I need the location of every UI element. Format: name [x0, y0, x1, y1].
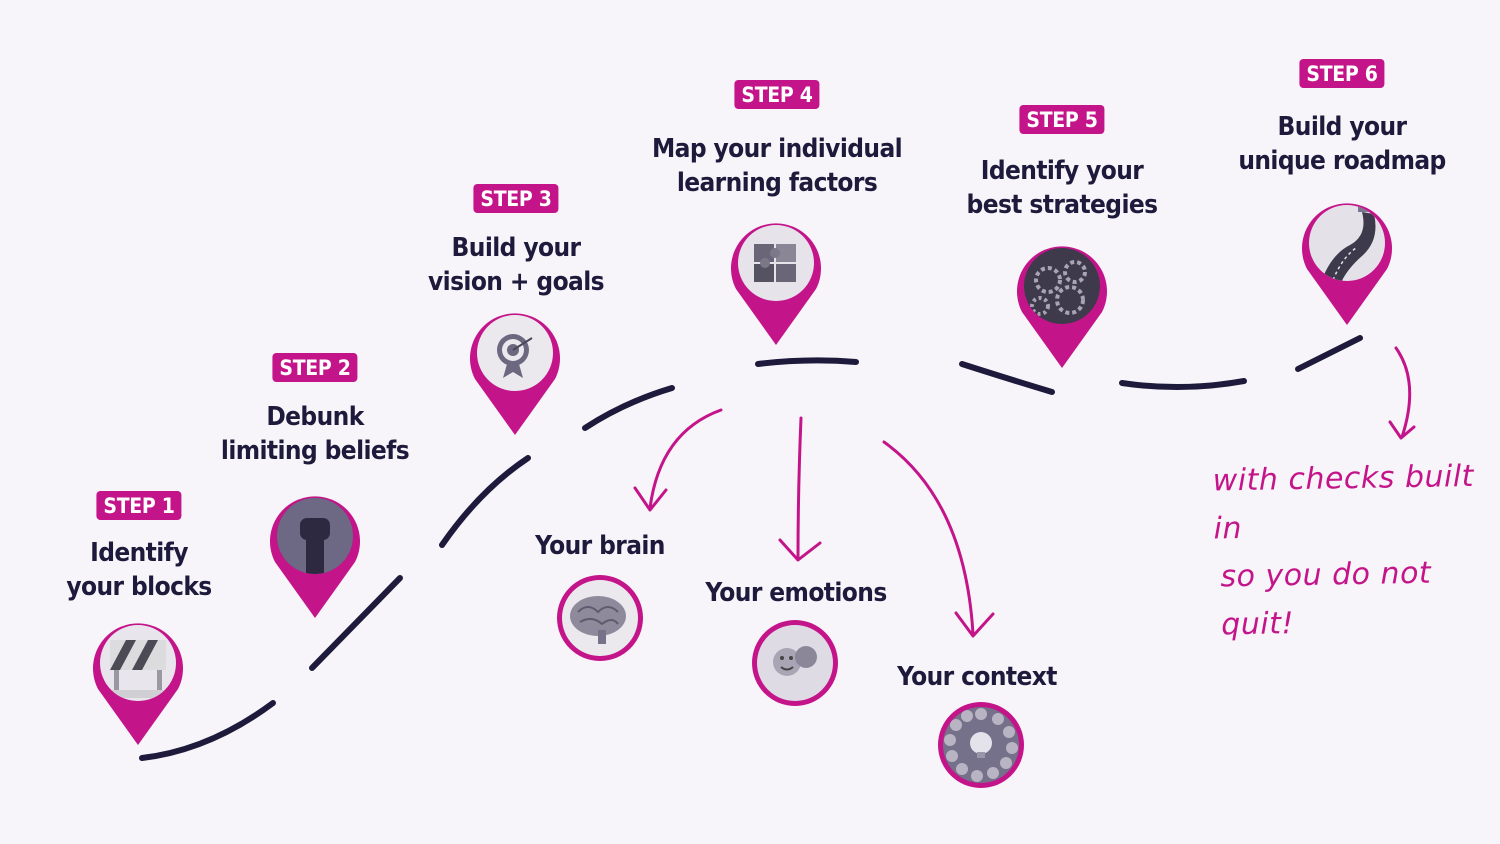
checks-note-line-2: so you do not quit! [1220, 555, 1432, 643]
arrow-to-context [882, 440, 995, 638]
step-1-pin [93, 623, 183, 745]
arrow-to-emotions [778, 416, 822, 562]
emoji-faces-icon [773, 646, 817, 676]
gears-icon [1030, 260, 1087, 316]
brain-icon [570, 596, 626, 644]
road-path [139, 335, 1363, 761]
factor-brain-label: Your brain [535, 531, 665, 561]
step-6-pin [1302, 203, 1392, 325]
factor-context-circle [938, 702, 1024, 788]
lightbulb-circle-icon [944, 708, 1018, 782]
checks-note-line-1: with checks built in [1212, 458, 1475, 547]
target-award-icon [497, 334, 533, 378]
step-5-badge: STEP 5 [1019, 105, 1105, 134]
step-4-badge: STEP 4 [734, 80, 820, 109]
checks-note: with checks built in so you do not quit! [1212, 453, 1500, 650]
raised-fist-icon [277, 498, 353, 574]
step-4-pin [731, 223, 822, 345]
factor-emotions-label: Your emotions [705, 578, 887, 608]
step-5-pin [1017, 246, 1107, 368]
step-6-badge: STEP 6 [1299, 59, 1385, 88]
arrow-to-note [1388, 346, 1416, 440]
step-2-badge: STEP 2 [272, 353, 358, 382]
arrow-to-brain [633, 408, 723, 512]
step-3-pin [469, 313, 560, 435]
step-3-badge: STEP 3 [473, 184, 559, 213]
factor-context-label: Your context [897, 662, 1057, 692]
factor-emotions-circle [752, 620, 838, 706]
step-2-pin [270, 496, 360, 618]
puzzle-pieces-icon [754, 244, 796, 282]
roadblock-icon [104, 640, 172, 698]
factor-brain-circle [557, 575, 643, 661]
step-1-badge: STEP 1 [96, 491, 182, 520]
